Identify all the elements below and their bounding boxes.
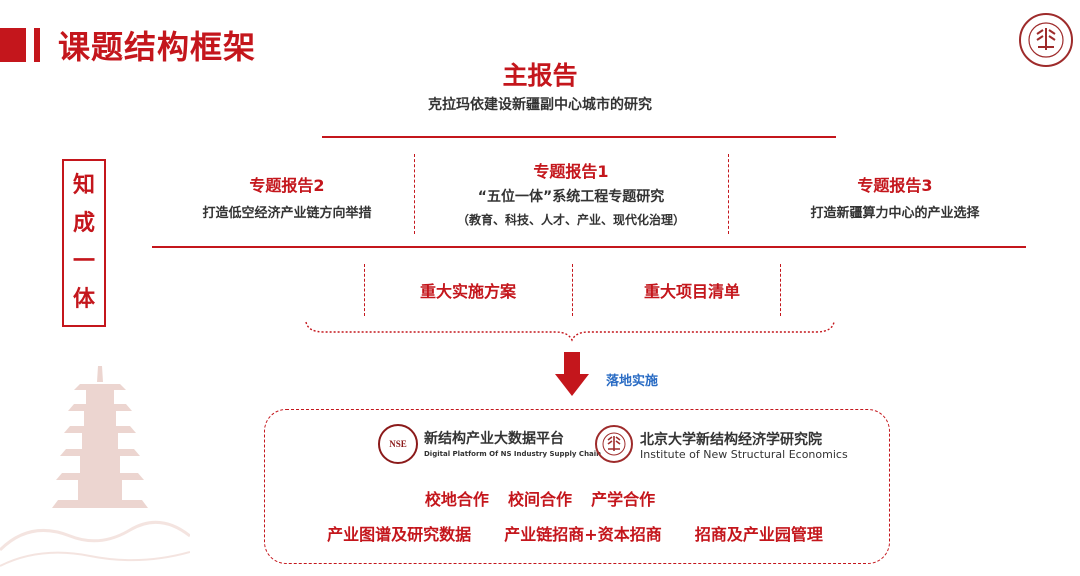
special-report-1: 专题报告1 “五位一体”系统工程专题研究 （教育、科技、人才、产业、现代化治理） <box>414 158 728 228</box>
special-report-title: 专题报告2 <box>249 176 325 195</box>
report-separator <box>414 154 415 234</box>
plan-major-implementation: 重大实施方案 <box>419 282 516 301</box>
header-accent-bar <box>0 28 26 62</box>
special-report-text: 打造低空经济产业链方向举措 <box>202 206 372 221</box>
university-seal-logo <box>1019 13 1073 67</box>
pku-logo-icon <box>595 425 633 463</box>
side-label-char: 成 <box>72 211 95 236</box>
report-separator <box>728 154 729 234</box>
special-report-2: 专题报告2 打造低空经济产业链方向举措 <box>160 172 414 221</box>
main-report-subtitle: 克拉玛依建设新疆副中心城市的研究 <box>428 97 652 113</box>
special-report-title: 专题报告3 <box>857 176 933 195</box>
special-report-3: 专题报告3 打造新疆算力中心的产业选择 <box>760 172 1030 221</box>
pagoda-watermark <box>0 366 190 567</box>
special-report-note: （教育、科技、人才、产业、现代化治理） <box>456 213 685 227</box>
plan-separator <box>780 264 781 316</box>
plan-separator <box>572 264 573 316</box>
special-report-title: 专题报告1 <box>533 162 609 181</box>
side-label-char: 体 <box>72 287 95 312</box>
reports-divider <box>152 246 1026 248</box>
cooperation-item: 招商及产业园管理 <box>694 525 823 544</box>
cooperation-item: 校地合作 <box>424 490 489 509</box>
cooperation-row-1: 校地合作 校间合作 产学合作 <box>0 486 1080 510</box>
pku-institute-name: 北京大学新结构经济学研究院 <box>640 432 822 448</box>
plan-major-projects: 重大项目清单 <box>643 282 740 301</box>
side-label-char: 一 <box>72 249 95 274</box>
main-report-title: 主报告 <box>502 61 578 90</box>
nse-logo-text: NSE <box>389 439 407 449</box>
header-accent-bar-thin <box>34 28 40 62</box>
pku-institute-name-en: Institute of New Structural Economics <box>640 448 848 461</box>
nse-platform-name-en: Digital Platform Of NS Industry Supply C… <box>424 450 602 458</box>
special-report-text: 打造新疆算力中心的产业选择 <box>810 206 980 221</box>
nse-platform-name: 新结构产业大数据平台 <box>424 431 564 447</box>
nse-logo-icon: NSE <box>378 424 418 464</box>
side-label-char: 知 <box>72 173 95 198</box>
cooperation-item: 产业链招商+资本招商 <box>504 525 662 544</box>
page-title: 课题结构框架 <box>58 28 257 66</box>
special-report-text: “五位一体”系统工程专题研究 <box>477 189 665 205</box>
cooperation-item: 校间合作 <box>507 490 572 509</box>
down-arrow-icon <box>555 352 589 396</box>
platform-box <box>264 409 890 564</box>
cooperation-item: 产业图谱及研究数据 <box>327 525 472 544</box>
grouping-bracket <box>305 321 835 342</box>
main-divider <box>322 136 836 138</box>
arrow-label: 落地实施 <box>606 374 659 389</box>
cooperation-item: 产学合作 <box>591 490 656 509</box>
plan-separator <box>364 264 365 316</box>
side-label-box: 知 成 一 体 <box>62 159 106 327</box>
cooperation-row-2: 产业图谱及研究数据 产业链招商+资本招商 招商及产业园管理 <box>0 521 1080 545</box>
